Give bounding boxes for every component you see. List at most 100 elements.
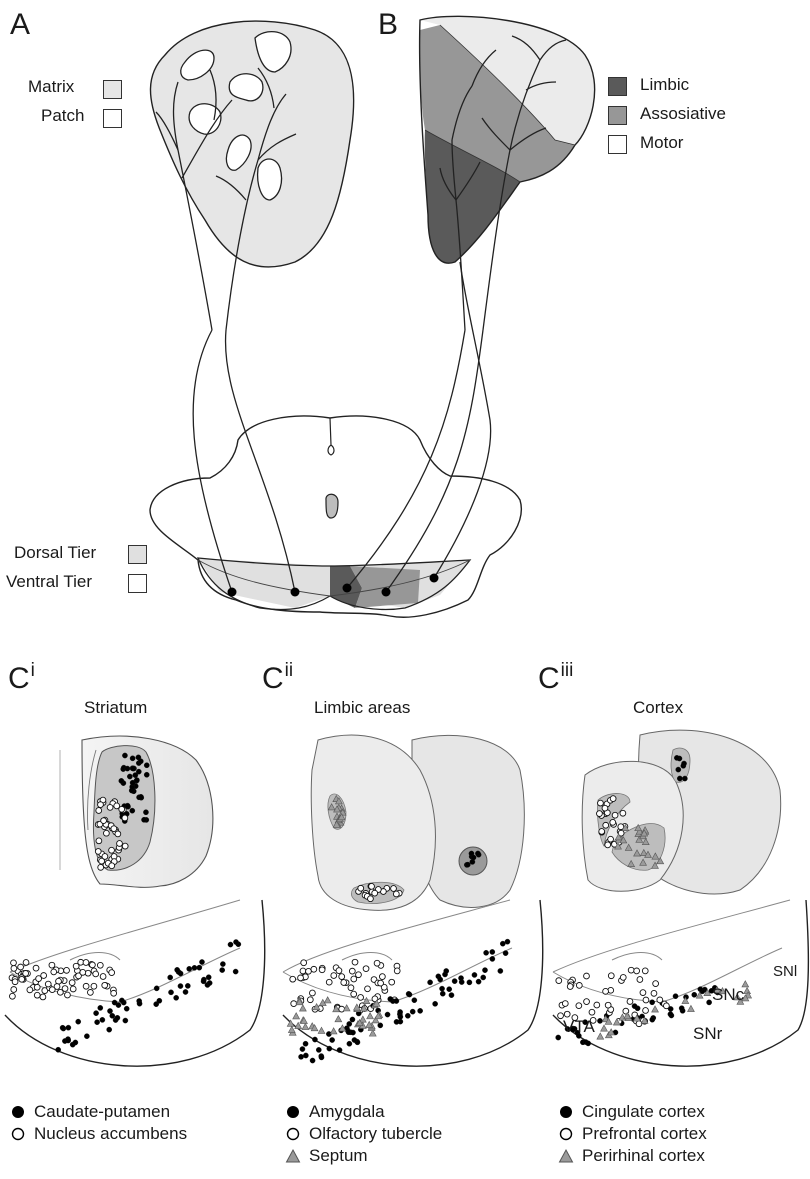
open-marker — [90, 962, 96, 968]
filled-marker — [183, 989, 188, 994]
snl-label: SNl — [773, 963, 797, 980]
ci-legend-open-label: Nucleus accumbens — [34, 1124, 187, 1144]
cii-legend-triangle: Septum — [285, 1146, 368, 1166]
filled-marker — [130, 756, 135, 761]
filled-marker — [310, 1058, 315, 1063]
filled-marker — [125, 766, 130, 771]
open-marker — [65, 992, 71, 998]
ciii-inset — [553, 900, 808, 1066]
filled-marker — [312, 1037, 317, 1042]
filled-marker — [650, 1017, 655, 1022]
filled-marker — [505, 939, 510, 944]
filled-marker — [472, 972, 477, 977]
filled-marker — [115, 1015, 120, 1020]
filled-marker — [677, 776, 682, 781]
filled-marker — [228, 942, 233, 947]
open-marker — [358, 885, 364, 891]
filled-marker — [157, 998, 162, 1003]
triangle-marker — [367, 1013, 374, 1019]
filled-marker — [303, 1041, 308, 1046]
filled-marker — [110, 1013, 115, 1018]
cii-legend-triangle-label: Septum — [309, 1146, 368, 1166]
panel-c-letter: C — [262, 662, 284, 695]
filled-marker — [433, 1001, 438, 1006]
open-marker — [391, 886, 397, 892]
filled-marker — [175, 967, 180, 972]
open-marker — [584, 973, 590, 979]
open-marker — [310, 990, 316, 996]
filled-marker — [439, 986, 444, 991]
panel-c-letter: C — [8, 662, 30, 695]
filled-marker — [597, 1018, 602, 1023]
open-marker — [597, 811, 603, 817]
triangle-marker — [363, 997, 370, 1003]
filled-marker — [692, 992, 697, 997]
open-marker — [64, 967, 70, 973]
filled-marker — [385, 1012, 390, 1017]
patch-label: Patch — [41, 106, 84, 126]
filled-marker — [66, 1038, 71, 1043]
filled-marker — [452, 979, 457, 984]
ci-legend-open: Nucleus accumbens — [10, 1124, 187, 1144]
filled-marker — [490, 956, 495, 961]
open-marker — [311, 966, 317, 972]
filled-circle-icon — [10, 1104, 26, 1120]
open-marker — [349, 968, 355, 974]
filled-marker — [378, 1023, 383, 1028]
associative-swatch — [608, 106, 627, 125]
filled-marker — [93, 1011, 98, 1016]
open-marker — [34, 992, 40, 998]
aqueduct — [326, 494, 338, 518]
open-marker — [363, 966, 369, 972]
open-marker — [351, 976, 357, 982]
open-marker — [19, 976, 25, 982]
filled-marker — [144, 772, 149, 777]
filled-marker — [125, 803, 130, 808]
open-marker — [109, 847, 115, 853]
filled-marker — [668, 1012, 673, 1017]
filled-marker — [130, 808, 135, 813]
filled-marker — [100, 1017, 105, 1022]
triangle-marker — [288, 1026, 295, 1032]
open-marker — [69, 980, 75, 986]
filled-marker — [674, 755, 679, 760]
filled-marker — [141, 817, 146, 822]
open-marker — [111, 990, 117, 996]
filled-marker — [119, 778, 124, 783]
limbic-label: Limbic — [640, 75, 689, 95]
filled-marker — [412, 998, 417, 1003]
filled-marker — [127, 774, 132, 779]
filled-marker — [673, 994, 678, 999]
da-neuron-4 — [382, 588, 391, 597]
triangle-marker — [744, 988, 751, 994]
filled-marker — [220, 967, 225, 972]
filled-marker — [398, 1014, 403, 1019]
open-marker — [599, 829, 605, 835]
open-marker — [298, 975, 304, 981]
filled-marker — [122, 753, 127, 758]
open-marker — [115, 831, 121, 837]
da-neuron-1 — [228, 588, 237, 597]
ciii-subtitle: Cortex — [633, 698, 683, 718]
open-marker — [85, 970, 91, 976]
open-marker — [603, 822, 609, 828]
open-marker — [374, 960, 380, 966]
open-marker — [584, 999, 590, 1005]
filled-marker — [119, 998, 124, 1003]
triangle-marker — [293, 1013, 300, 1019]
filled-marker — [459, 979, 464, 984]
da-neuron-5 — [430, 574, 439, 583]
open-marker — [122, 843, 128, 849]
open-marker — [351, 991, 357, 997]
open-marker — [49, 962, 55, 968]
open-marker — [393, 891, 399, 897]
open-marker — [394, 968, 400, 974]
snc-label: SNc — [712, 985, 744, 1005]
filled-marker — [427, 980, 432, 985]
filled-marker — [300, 1046, 305, 1051]
filled-marker — [174, 995, 179, 1000]
open-marker — [576, 983, 582, 989]
filled-marker — [168, 990, 173, 995]
ci-inset-border — [5, 900, 265, 1066]
open-marker — [18, 964, 24, 970]
